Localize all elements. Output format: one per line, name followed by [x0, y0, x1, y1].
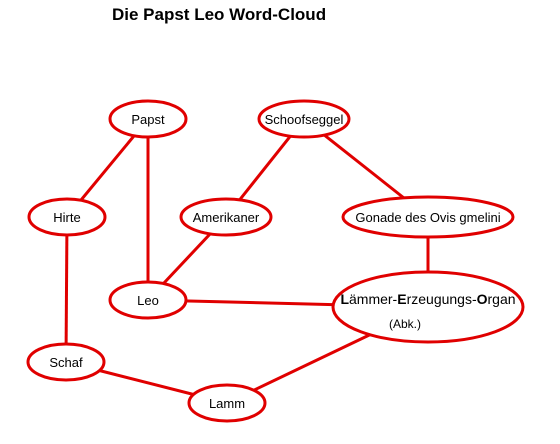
node-schaf-label: Schaf [49, 355, 83, 370]
leo-organ-e-rest: rzeugungs- [407, 291, 477, 307]
leo-organ-o-initial: O [477, 291, 488, 307]
leo-organ-l-initial: L [340, 291, 349, 307]
node-leo-organ-ellipse [331, 270, 525, 344]
node-schoofseggel-ellipse [257, 99, 351, 139]
leo-organ-l-rest: ämmer- [349, 291, 398, 307]
edge-hirte-schaf [64, 216, 69, 363]
diagram-title: Die Papst Leo Word-Cloud [112, 5, 327, 24]
node-lamm-ellipse [187, 383, 267, 423]
node-papst: Papst [108, 99, 188, 139]
node-lamm: Lamm [187, 383, 267, 423]
node-leo-label: Leo [137, 293, 159, 308]
node-amerikaner: Amerikaner [179, 197, 273, 237]
leo-organ-o-rest: rgan [488, 291, 516, 307]
node-hirte-label: Hirte [53, 210, 80, 225]
node-leo-organ: Lämmer-Erzeugungs-Organ (Abk.) [331, 270, 525, 344]
node-lamm-label: Lamm [209, 396, 245, 411]
node-gonade-ellipse [341, 195, 515, 239]
node-papst-ellipse [108, 99, 188, 139]
edges-layer [64, 117, 430, 405]
node-hirte: Hirte [27, 197, 107, 237]
node-schoofseggel: Schoofseggel [257, 99, 351, 139]
node-leo-organ-label: Lämmer-Erzeugungs-Organ [340, 291, 515, 307]
node-gonade-label: Gonade des Ovis gmelini [355, 210, 500, 225]
leo-organ-e-initial: E [397, 291, 406, 307]
node-amerikaner-label: Amerikaner [193, 210, 260, 225]
node-leo-ellipse [108, 280, 188, 320]
node-schaf: Schaf [26, 342, 106, 382]
node-leo-organ-note: (Abk.) [389, 317, 421, 331]
node-papst-label: Papst [131, 112, 165, 127]
node-schaf-ellipse [26, 342, 106, 382]
node-leo: Leo [108, 280, 188, 320]
node-gonade: Gonade des Ovis gmelini [341, 195, 515, 239]
node-hirte-ellipse [27, 197, 107, 237]
node-schoofseggel-label: Schoofseggel [265, 112, 344, 127]
node-amerikaner-ellipse [179, 197, 273, 237]
